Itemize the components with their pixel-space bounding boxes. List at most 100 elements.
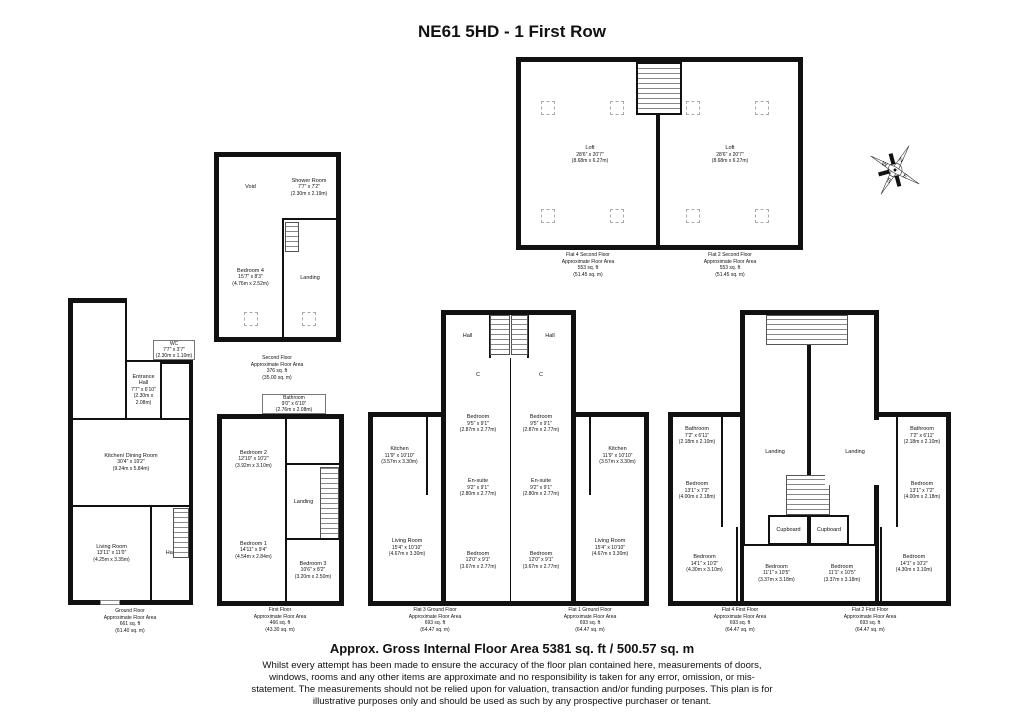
room-name: Living Room <box>96 543 127 550</box>
room-dimensions-ft: 13'1" x 7'2" <box>684 487 710 494</box>
caption-line: 693 sq. ft <box>579 620 601 626</box>
room-name: Bedroom 2 <box>240 449 267 456</box>
room-name: Shower Room <box>291 177 327 184</box>
room-kitchen-upper <box>68 298 127 422</box>
room-dimensions-ft: 9'0" x 6'10" <box>281 401 307 407</box>
caption-line: Approximate Floor Area <box>563 613 617 620</box>
room-dimensions-m: (4.67m x 3.30m) <box>591 551 629 558</box>
room-name: Landing <box>845 449 865 456</box>
room-dimensions-ft: 11'1" x 10'5" <box>828 570 856 577</box>
room-bathroom <box>285 419 339 465</box>
room-name: Landing <box>765 449 785 456</box>
caption-line: 693 sq. ft <box>859 620 881 626</box>
room-dimensions-m: (4.00m x 2.18m) <box>903 494 941 501</box>
outer-wall <box>217 414 344 606</box>
room-dimensions-ft: 14'1" x 10'2" <box>900 560 928 567</box>
caption-line: (51.45 sq. m) <box>573 271 603 278</box>
compass-s: S <box>885 178 891 185</box>
room-dimensions-ft: 7'7" x 6'10" <box>131 386 156 393</box>
room-landing: Landing <box>825 420 885 485</box>
room-hall: Hall <box>527 315 571 360</box>
room-name: Hall <box>165 550 176 557</box>
room-cupboard: Cupboard <box>809 515 849 545</box>
room-name: Bathroom <box>910 426 934 433</box>
caption-line: 466 sq. ft <box>269 620 291 626</box>
caption-line: Approximate Floor Area <box>843 613 897 620</box>
caption-line: Flat 3 Ground Floor <box>413 607 457 613</box>
caption-line: (61.40 sq. m) <box>115 627 145 634</box>
room-wc <box>160 360 193 420</box>
room-dimensions-m: (3.20m x 2.50m) <box>294 573 332 580</box>
room-dimensions-ft: 13'1" x 7'2" <box>909 487 935 494</box>
room-name: Cupboard <box>816 526 842 533</box>
room-dimensions-m: (2.18m x 2.10m) <box>678 439 716 446</box>
room-dimensions-ft: 28'6" x 20'7" <box>576 151 604 158</box>
room-dimensions-m: (3.57m x 3.30m) <box>381 459 418 466</box>
caption-line: (64.47 sq. m) <box>725 626 755 633</box>
room-name: Hall <box>462 333 473 340</box>
room-name: Bedroom <box>902 554 926 561</box>
room-dimensions-m: (2.80m x 2.77m) <box>459 491 497 498</box>
room-dimensions-m: (8.68m x 6.27m) <box>711 158 749 165</box>
room-dimensions-m: (2.87m x 2.77m) <box>522 427 560 434</box>
room-name: Bathroom <box>283 395 305 401</box>
room-name: Hall <box>545 333 555 340</box>
outer-wall <box>368 412 446 606</box>
room-dimensions-m: (3.67m x 2.77m) <box>522 563 560 570</box>
room-landing: Landing <box>287 465 320 540</box>
caption-line: Approximate Floor Area <box>713 613 767 620</box>
room-name: Kitchen/ Dining Room <box>104 452 158 459</box>
room-dimensions-m: (2.30m x 2.19m) <box>290 190 328 197</box>
caption-line: Flat 4 First Floor <box>721 607 759 613</box>
room-dimensions-ft: 12'10" x 10'2" <box>238 456 269 463</box>
room-dimensions-m: (4.76m x 2.52m) <box>232 280 269 287</box>
room-name: Bathroom <box>685 426 709 433</box>
caption-line: Approximate Floor Area <box>103 614 157 621</box>
room-dimensions-m: (9.24m x 5.84m) <box>112 465 150 472</box>
room-dimensions-m: (3.57m x 3.30m) <box>599 459 636 466</box>
room-name: Bedroom <box>529 550 553 557</box>
velux-window-icon <box>541 101 555 115</box>
room-name: Landing <box>293 499 314 506</box>
caption-line: Approximate Floor Area <box>703 258 757 265</box>
stairs <box>173 508 189 558</box>
room-dimensions-m: (2.30m x 1.10m) <box>155 353 193 359</box>
room-name: Bedroom <box>765 563 788 570</box>
room-dimensions-m: (8.68m x 6.27m) <box>571 158 609 165</box>
room-name: Bedroom 4 <box>237 267 264 274</box>
room-dimensions-m: (4.00m x 2.18m) <box>678 494 716 501</box>
room-dimensions-ft: 11'9" x 10'10" <box>602 452 633 459</box>
room-name: Living Room <box>391 538 423 545</box>
room-name: Bedroom <box>529 414 553 421</box>
room-dimensions-ft: 9'2" x 9'1" <box>530 484 552 491</box>
stairs <box>285 222 299 252</box>
outer-wall <box>571 412 649 606</box>
caption-line: Flat 1 Ground Floor <box>568 607 612 613</box>
room-name: En-suite <box>530 478 552 485</box>
caption-line: 693 sq. ft <box>424 620 446 626</box>
room-cupboard: C <box>446 358 512 394</box>
window <box>100 600 120 605</box>
room-dimensions-ft: 7'7" x 3'7" <box>163 347 185 353</box>
compass-n: N <box>897 157 904 164</box>
stairs <box>636 62 682 115</box>
